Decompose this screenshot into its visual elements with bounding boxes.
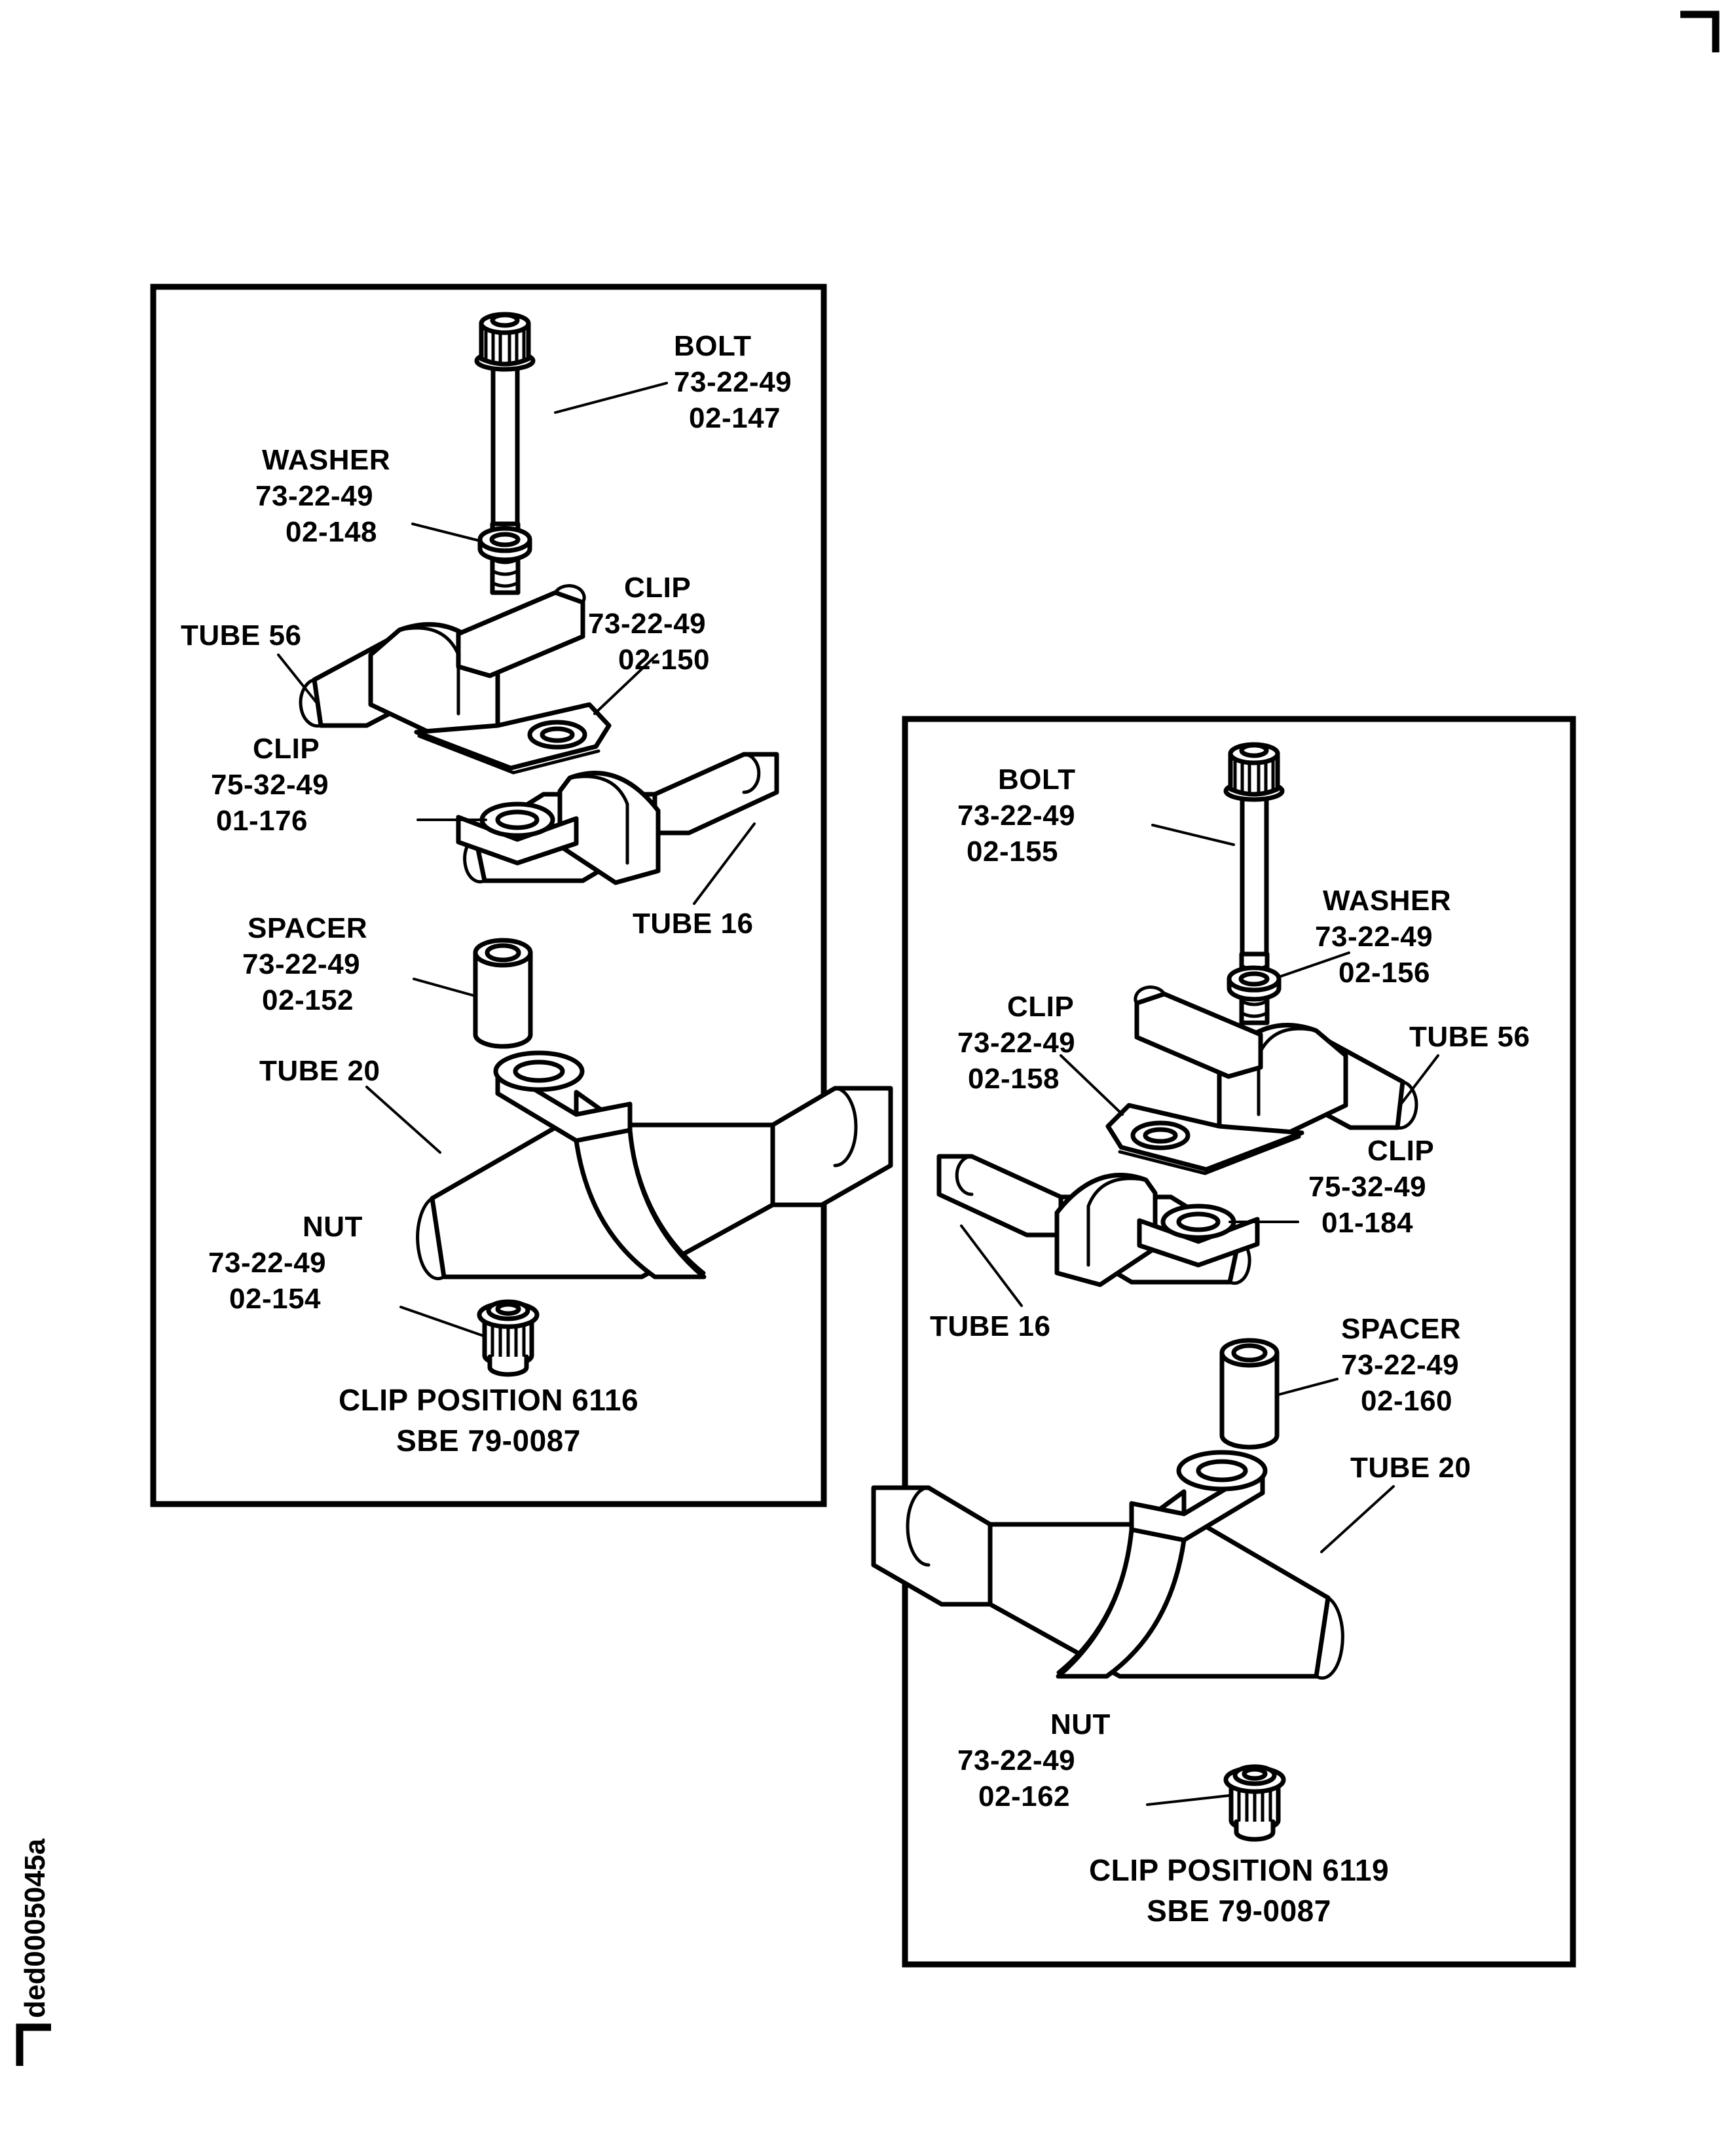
panel-caption-line2: SBE 79-0087: [396, 1424, 581, 1458]
clip-lower-label-title: CLIP: [1367, 1135, 1434, 1167]
spacer-illustration: [473, 938, 533, 1049]
nut-leader-line: [1146, 1794, 1231, 1806]
washer-illustration: [1227, 965, 1282, 1002]
nut-leader-line: [399, 1306, 485, 1337]
clip-lower-label-title: CLIP: [253, 733, 320, 765]
clip-lower-label-part2: 01-184: [1321, 1207, 1413, 1239]
clip-upper-label-title: CLIP: [624, 572, 691, 604]
tube56-label-title: TUBE 56: [181, 619, 301, 652]
panel-border: [902, 716, 1576, 1968]
panel-caption-line2: SBE 79-0087: [1147, 1894, 1331, 1928]
washer-label-part1: 73-22-49: [255, 480, 373, 512]
spacer-label-part2: 02-152: [262, 984, 354, 1016]
tube56-leader-line: [277, 653, 319, 705]
spacer-label-title: SPACER: [1341, 1313, 1461, 1345]
bolt-label-title: BOLT: [674, 330, 752, 362]
tube20-illustration: [416, 1050, 893, 1281]
washer-label-part2: 02-156: [1339, 957, 1430, 989]
nut-label-part1: 73-22-49: [208, 1247, 326, 1279]
nut-label-title: NUT: [1050, 1708, 1111, 1740]
washer-label-part1: 73-22-49: [1315, 921, 1433, 953]
bolt-label-part1: 73-22-49: [674, 366, 792, 398]
clip-upper-label-part2: 02-150: [618, 644, 710, 676]
clip-upper-label-part1: 73-22-49: [957, 1027, 1075, 1059]
nut-label-part2: 02-162: [978, 1780, 1070, 1812]
washer-label-part2: 02-148: [286, 516, 377, 548]
spacer-illustration: [1219, 1338, 1280, 1450]
clip-lower-and-tube16-illustration: [936, 1154, 1260, 1287]
clip-upper-leader-line: [593, 653, 658, 715]
clip-upper-label-title: CLIP: [1007, 991, 1074, 1023]
washer-illustration: [477, 526, 532, 562]
clip-upper-and-tube56-illustration: [1105, 985, 1418, 1175]
nut-label-part1: 73-22-49: [957, 1744, 1075, 1776]
clip-upper-label-part2: 02-158: [968, 1063, 1060, 1095]
registration-mark-top-right: [1680, 10, 1720, 52]
spacer-label-part1: 73-22-49: [1341, 1349, 1459, 1381]
nut-label-part2: 02-154: [229, 1283, 321, 1315]
spacer-leader-line: [1277, 1378, 1339, 1396]
nut-label-title: NUT: [303, 1211, 363, 1243]
tube16-leader-line: [693, 822, 756, 905]
clip-lower-label-part1: 75-32-49: [1308, 1171, 1426, 1203]
tube20-illustration: [871, 1450, 1344, 1680]
tube16-label-title: TUBE 16: [633, 908, 753, 940]
panel-clip-position-6119: BOLT 73-22-49 02-155 WASHER 73-22-49 02-…: [871, 716, 1576, 1968]
clip-lower-label-part2: 01-176: [216, 805, 308, 837]
clip-upper-leader-line: [1060, 1054, 1124, 1116]
nut-illustration: [477, 1299, 540, 1377]
tube20-label-title: TUBE 20: [1350, 1452, 1471, 1484]
bolt-leader-line: [1151, 824, 1235, 846]
bolt-leader-line: [554, 382, 668, 414]
panel-caption-line1: CLIP POSITION 6119: [1089, 1853, 1389, 1887]
clip-lower-and-tube16-illustration: [456, 752, 779, 885]
bolt-label-part1: 73-22-49: [957, 800, 1075, 832]
spacer-label-part1: 73-22-49: [242, 948, 360, 980]
sheet-id-text: ded0005045a: [19, 1838, 51, 2018]
tube16-label-title: TUBE 16: [930, 1310, 1050, 1342]
spacer-label-title: SPACER: [248, 912, 367, 944]
panel-border: [150, 284, 827, 1507]
washer-leader-line: [411, 523, 481, 542]
panel-clip-position-6116: BOLT 73-22-49 02-147 WASHER 73-22-49 02-…: [150, 284, 893, 1507]
washer-leader-line: [1278, 951, 1350, 978]
registration-mark-bottom-left: [16, 2023, 51, 2066]
washer-label-title: WASHER: [1323, 885, 1451, 917]
panel-caption-line1: CLIP POSITION 6116: [339, 1383, 638, 1417]
spacer-label-part2: 02-160: [1361, 1385, 1452, 1417]
tube56-label-title: TUBE 56: [1409, 1021, 1530, 1053]
nut-illustration: [1223, 1764, 1286, 1842]
clip-upper-label-part1: 73-22-49: [588, 608, 706, 640]
washer-label-title: WASHER: [262, 444, 390, 476]
tube16-leader-line: [960, 1224, 1023, 1307]
tube20-label-title: TUBE 20: [259, 1055, 380, 1087]
clip-lower-label-part1: 75-32-49: [211, 769, 329, 801]
tube56-leader-line: [1399, 1054, 1439, 1107]
tube20-leader-line: [1320, 1485, 1395, 1553]
tube20-leader-line: [365, 1086, 441, 1154]
spacer-leader-line: [413, 978, 474, 997]
bolt-label-part2: 02-147: [689, 402, 781, 434]
clip-upper-and-tube56-illustration: [299, 584, 612, 775]
bolt-label-title: BOLT: [998, 763, 1076, 796]
bolt-label-part2: 02-155: [967, 836, 1058, 868]
